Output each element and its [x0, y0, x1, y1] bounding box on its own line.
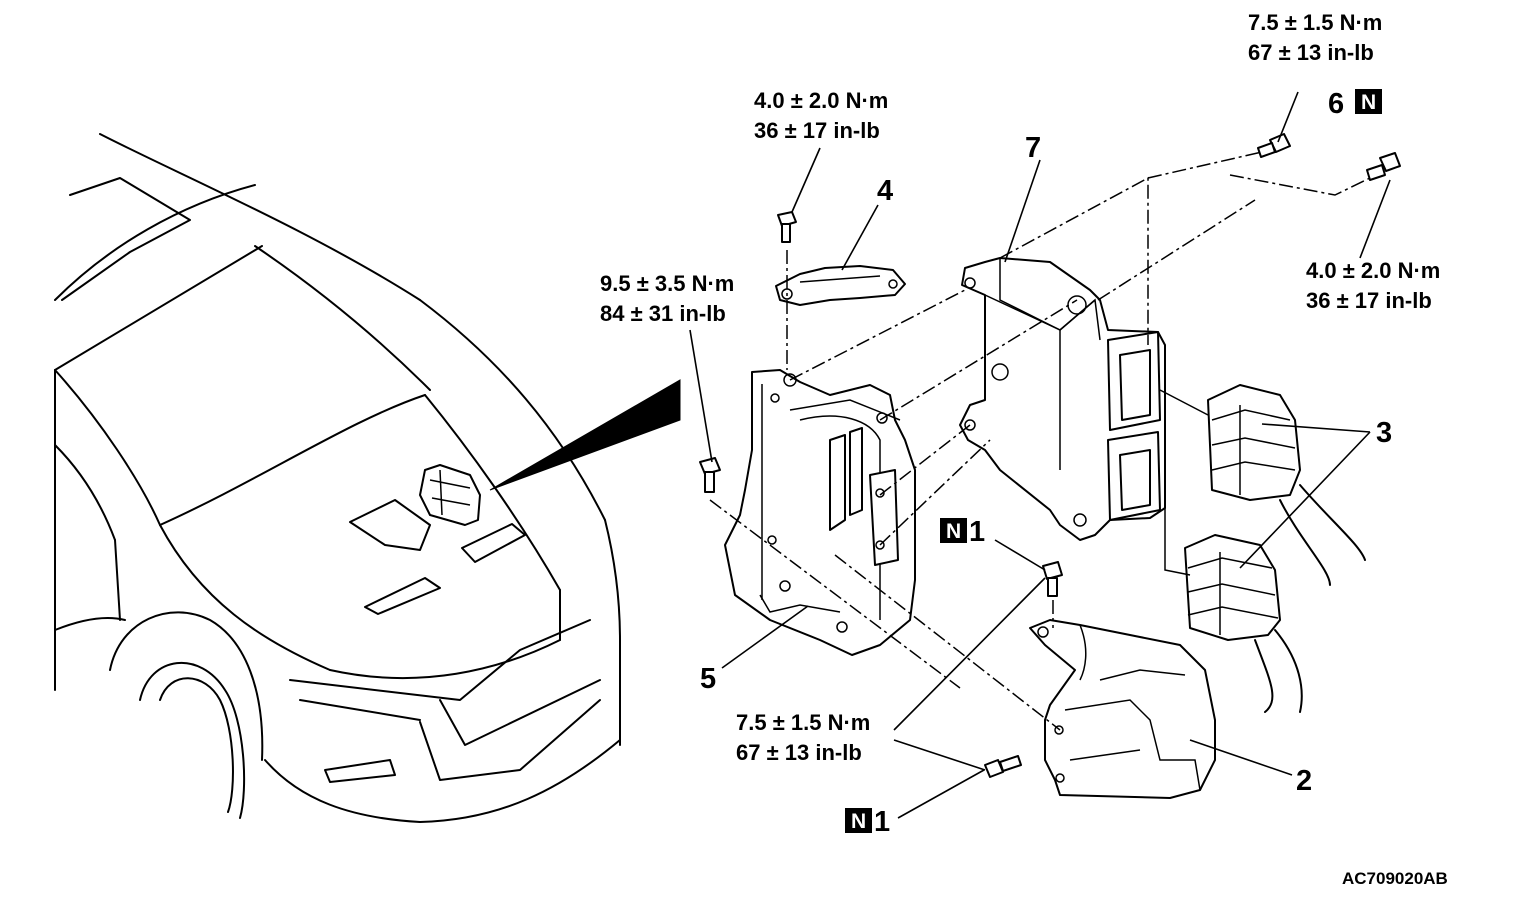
part-number-1-lower: N 1 [845, 806, 890, 838]
part-number-6: 6 N [1328, 88, 1382, 120]
assembly-lines [709, 151, 1371, 731]
torque-label-cover-bolts: 7.5 ± 1.5 N·m 67 ± 13 in-lb [736, 710, 870, 765]
non-reusable-mark: N [946, 520, 961, 543]
part-number-1-upper: N 1 [940, 516, 985, 548]
leader-lines [689, 91, 1391, 819]
non-reusable-mark: N [851, 810, 866, 833]
harness-connectors [1184, 384, 1366, 713]
torque-label-right-bolt: 4.0 ± 2.0 N·m 36 ± 17 in-lb [1306, 258, 1440, 313]
torque-label-bracket-bolt: 4.0 ± 2.0 N·m 36 ± 17 in-lb [754, 88, 888, 143]
torque-nm: 4.0 ± 2.0 N·m [754, 88, 888, 113]
non-reusable-mark: N [1361, 91, 1376, 114]
part-number: 1 [969, 516, 985, 548]
engine-control-unit [959, 257, 1166, 541]
vehicle-front-view [54, 133, 681, 823]
part-number: 1 [874, 806, 890, 838]
torque-label-left-bolt: 9.5 ± 3.5 N·m 84 ± 31 in-lb [600, 271, 734, 326]
bolts [699, 133, 1401, 778]
torque-nm: 7.5 ± 1.5 N·m [736, 710, 870, 735]
torque-inlb: 36 ± 17 in-lb [754, 118, 880, 143]
small-bracket [775, 265, 906, 306]
figure-code: AC709020AB [1342, 869, 1448, 888]
torque-nm: 4.0 ± 2.0 N·m [1306, 258, 1440, 283]
torque-label-top-right: 7.5 ± 1.5 N·m 67 ± 13 in-lb [1248, 10, 1382, 65]
torque-inlb: 36 ± 17 in-lb [1306, 288, 1432, 313]
torque-inlb: 84 ± 31 in-lb [600, 301, 726, 326]
part-number-4: 4 [877, 175, 893, 207]
part-number-7: 7 [1025, 132, 1041, 164]
part-number-2: 2 [1296, 765, 1312, 797]
part-number-3: 3 [1376, 417, 1392, 449]
part-number-5: 5 [700, 663, 716, 695]
torque-nm: 9.5 ± 3.5 N·m [600, 271, 734, 296]
torque-inlb: 67 ± 13 in-lb [1248, 40, 1374, 65]
part-number: 6 [1328, 88, 1344, 120]
ecu-cover [1029, 619, 1216, 799]
ecu-bracket [724, 369, 916, 656]
torque-inlb: 67 ± 13 in-lb [736, 740, 862, 765]
torque-nm: 7.5 ± 1.5 N·m [1248, 10, 1382, 35]
